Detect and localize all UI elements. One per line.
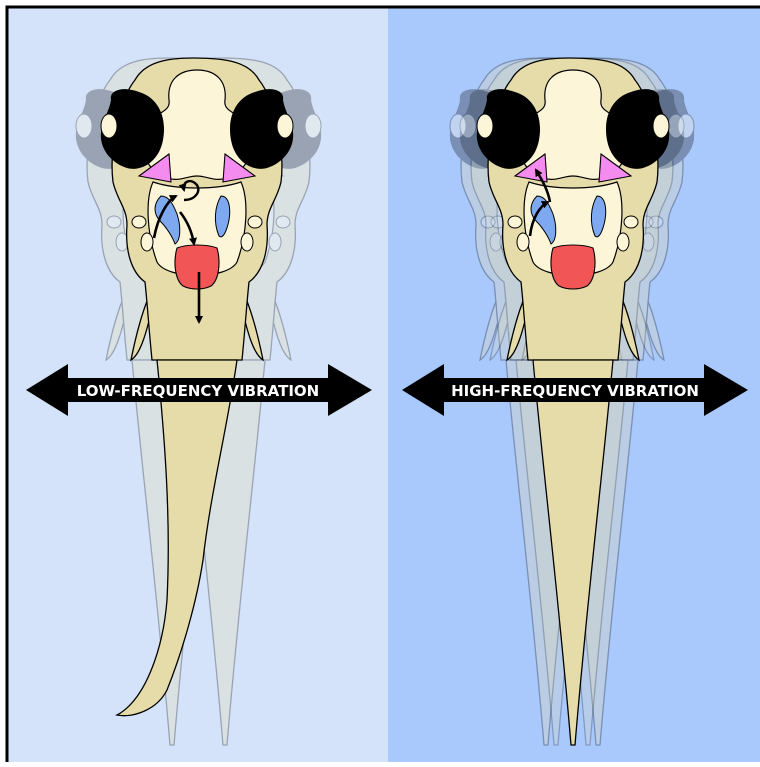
label-high-frequency: HIGH-FREQUENCY VIBRATION [451, 382, 699, 400]
label-low-frequency: LOW-FREQUENCY VIBRATION [77, 382, 319, 400]
